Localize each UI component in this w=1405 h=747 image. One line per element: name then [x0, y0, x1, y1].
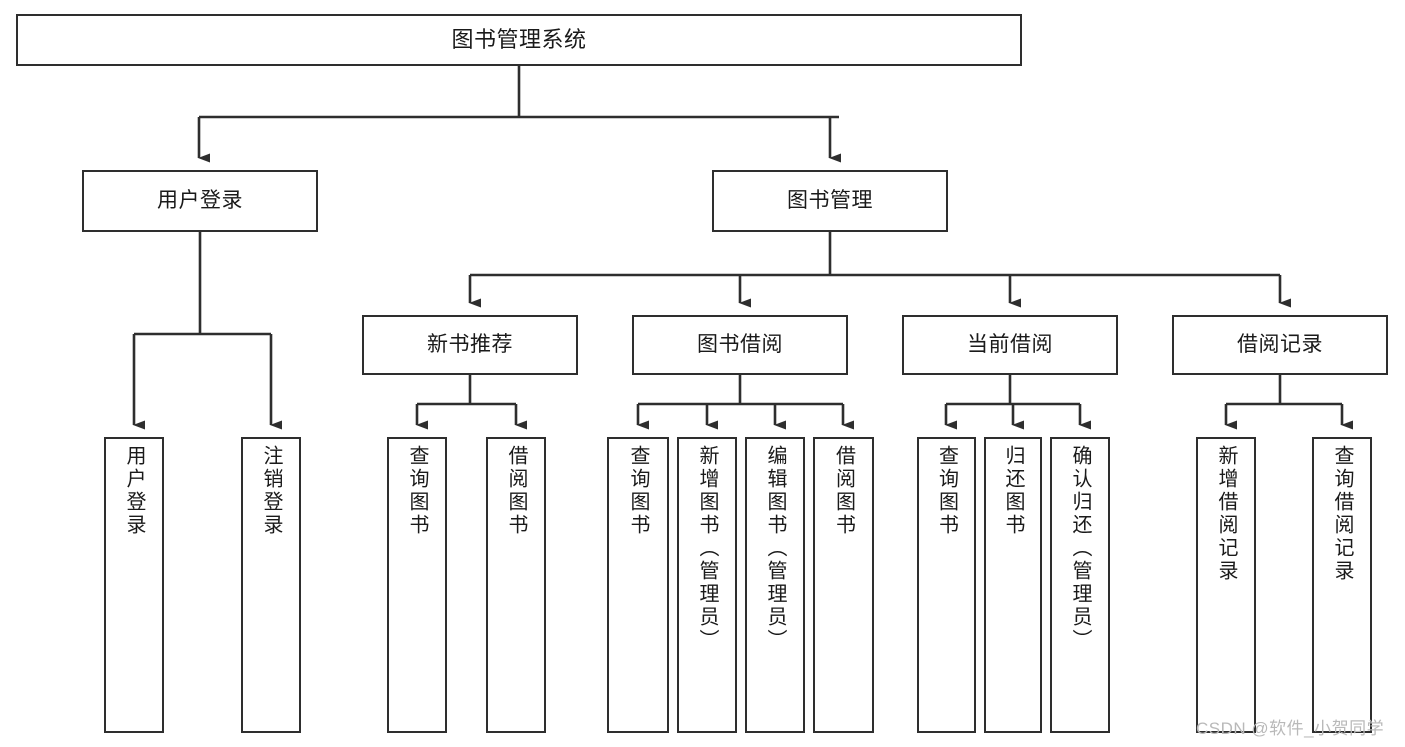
node-leaf-add-borrow-record-label: 新增借阅记录 [1215, 445, 1237, 583]
node-leaf-return-book[interactable]: 归还图书 [984, 437, 1042, 733]
node-leaf-borrow-book-1-label: 借阅图书 [505, 445, 527, 537]
node-new-book-recommend[interactable]: 新书推荐 [362, 315, 578, 375]
node-leaf-query-borrow-record-label: 查询借阅记录 [1331, 445, 1353, 583]
node-leaf-query-book-3[interactable]: 查询图书 [917, 437, 976, 733]
csdn-watermark: CSDN @软件_小贺同学 [1196, 719, 1385, 738]
node-current-borrow[interactable]: 当前借阅 [902, 315, 1118, 375]
node-leaf-return-book-label: 归还图书 [1002, 445, 1024, 537]
node-leaf-user-logout-label: 注销登录 [260, 445, 282, 537]
node-book-borrow[interactable]: 图书借阅 [632, 315, 848, 375]
node-user-login[interactable]: 用户登录 [82, 170, 318, 232]
node-borrow-record-label: 借阅记录 [1237, 333, 1323, 357]
node-leaf-user-logout[interactable]: 注销登录 [241, 437, 301, 733]
node-leaf-user-login-label: 用户登录 [123, 445, 145, 537]
node-leaf-edit-book[interactable]: 编辑图书（管理员） [745, 437, 805, 733]
node-leaf-edit-book-label: 编辑图书（管理员） [764, 445, 786, 652]
node-leaf-borrow-book-2-label: 借阅图书 [832, 445, 855, 537]
node-leaf-query-book-3-label: 查询图书 [935, 445, 958, 537]
node-leaf-add-borrow-record[interactable]: 新增借阅记录 [1196, 437, 1256, 733]
node-user-login-label: 用户登录 [157, 189, 243, 213]
node-leaf-borrow-book-2[interactable]: 借阅图书 [813, 437, 874, 733]
node-leaf-add-book-label: 新增图书（管理员） [696, 445, 718, 652]
node-leaf-query-book-1[interactable]: 查询图书 [387, 437, 447, 733]
node-root-label: 图书管理系统 [451, 27, 587, 53]
node-borrow-record[interactable]: 借阅记录 [1172, 315, 1388, 375]
node-leaf-borrow-book-1[interactable]: 借阅图书 [486, 437, 546, 733]
node-leaf-query-book-2-label: 查询图书 [627, 445, 649, 537]
node-leaf-confirm-return[interactable]: 确认归还（管理员） [1050, 437, 1110, 733]
node-book-manage-label: 图书管理 [787, 189, 873, 213]
node-leaf-add-book[interactable]: 新增图书（管理员） [677, 437, 737, 733]
node-leaf-user-login[interactable]: 用户登录 [104, 437, 164, 733]
node-new-book-recommend-label: 新书推荐 [427, 333, 513, 357]
node-book-manage[interactable]: 图书管理 [712, 170, 948, 232]
node-current-borrow-label: 当前借阅 [967, 333, 1053, 357]
node-leaf-query-book-1-label: 查询图书 [406, 445, 428, 537]
node-leaf-confirm-return-label: 确认归还（管理员） [1069, 445, 1091, 652]
node-root[interactable]: 图书管理系统 [16, 14, 1022, 66]
node-book-borrow-label: 图书借阅 [697, 333, 783, 357]
node-leaf-query-borrow-record[interactable]: 查询借阅记录 [1312, 437, 1372, 733]
node-leaf-query-book-2[interactable]: 查询图书 [607, 437, 669, 733]
